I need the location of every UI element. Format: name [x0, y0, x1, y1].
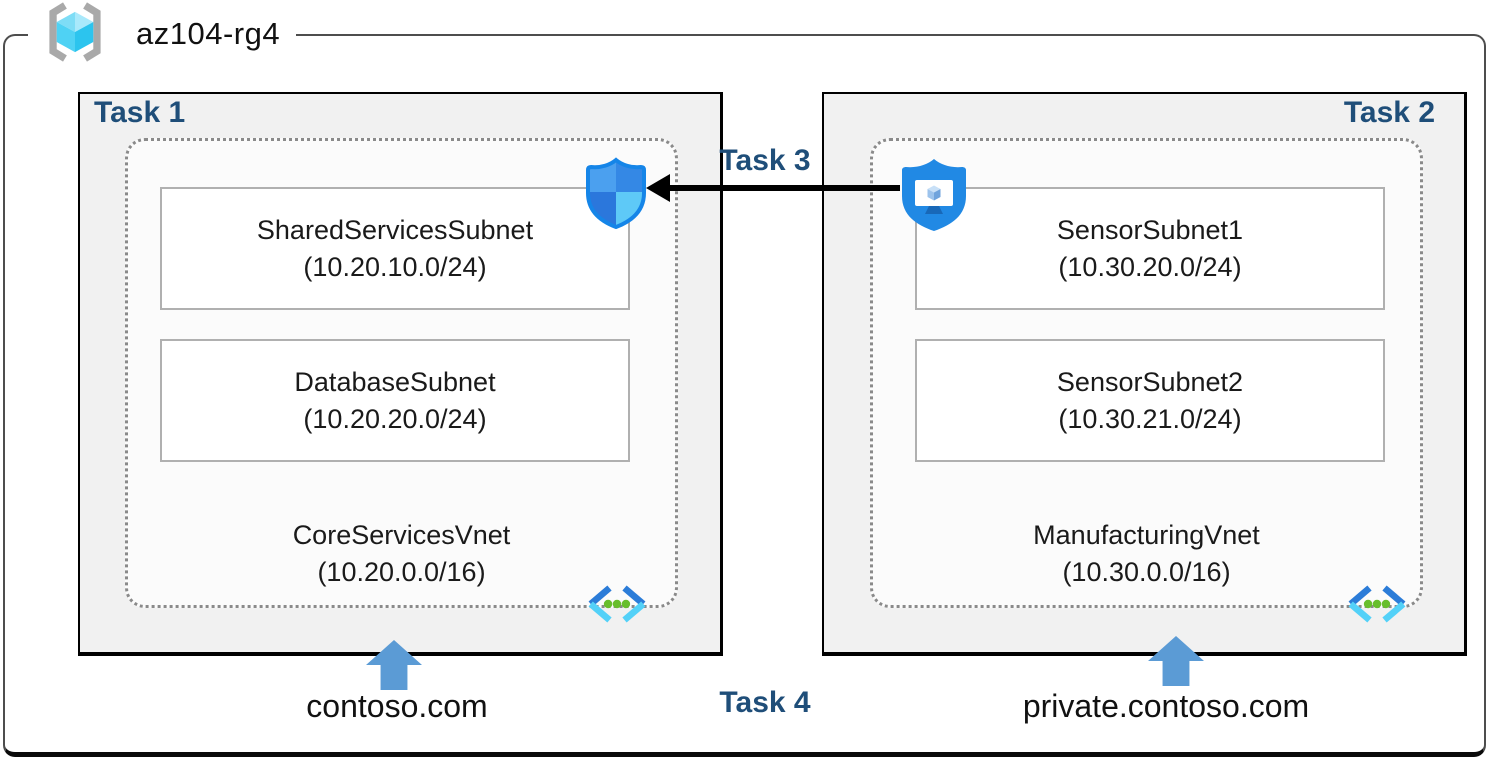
resource-group-icon: [40, 0, 110, 69]
subnet-box-database: DatabaseSubnet (10.20.20.0/24): [160, 339, 630, 462]
subnet-name: SensorSubnet1: [1056, 214, 1244, 245]
subnet-name: SharedServicesSubnet: [256, 214, 534, 245]
vnet-cidr: (10.20.0.0/16): [317, 557, 486, 587]
task2-label: Task 2: [1343, 96, 1435, 129]
subnet-cidr: (10.20.10.0/24): [303, 251, 487, 282]
subnet-name: SensorSubnet2: [1056, 366, 1244, 397]
dns-zone-label: contoso.com: [306, 688, 488, 724]
network-security-group-icon: [584, 157, 648, 234]
subnet-cidr: (10.30.20.0/24): [1058, 251, 1242, 282]
resource-group-label: az104-rg4: [136, 16, 281, 51]
vnet-name: ManufacturingVnet: [1033, 520, 1260, 550]
bastion-shield-icon: [898, 156, 970, 239]
subnet-box-sensor1: SensorSubnet1 (10.30.20.0/24): [915, 187, 1385, 310]
peering-arrow-line: [664, 185, 900, 191]
subnet-box-sharedservices: SharedServicesSubnet (10.20.10.0/24): [160, 187, 630, 310]
dns-zone-label: private.contoso.com: [1022, 688, 1310, 724]
task4-label: Task 4: [719, 686, 811, 719]
subnet-box-sensor2: SensorSubnet2 (10.30.21.0/24): [915, 339, 1385, 462]
peering-arrow-head: [646, 174, 670, 202]
virtual-network-icon: [586, 582, 648, 631]
coreservices-vnet-label: CoreServicesVnet (10.20.0.0/16): [125, 517, 678, 591]
manufacturing-vnet-label: ManufacturingVnet (10.30.0.0/16): [870, 517, 1423, 591]
resource-group-header: az104-rg4: [28, 0, 297, 69]
subnet-cidr: (10.30.21.0/24): [1058, 403, 1242, 434]
subnet-name: DatabaseSubnet: [294, 366, 496, 397]
vnet-name: CoreServicesVnet: [292, 520, 511, 550]
subnet-cidr: (10.20.20.0/24): [303, 403, 487, 434]
virtual-network-icon: [1346, 582, 1408, 631]
vnet-cidr: (10.30.0.0/16): [1062, 557, 1231, 587]
task1-label: Task 1: [94, 96, 186, 129]
task3-label: Task 3: [719, 144, 811, 177]
